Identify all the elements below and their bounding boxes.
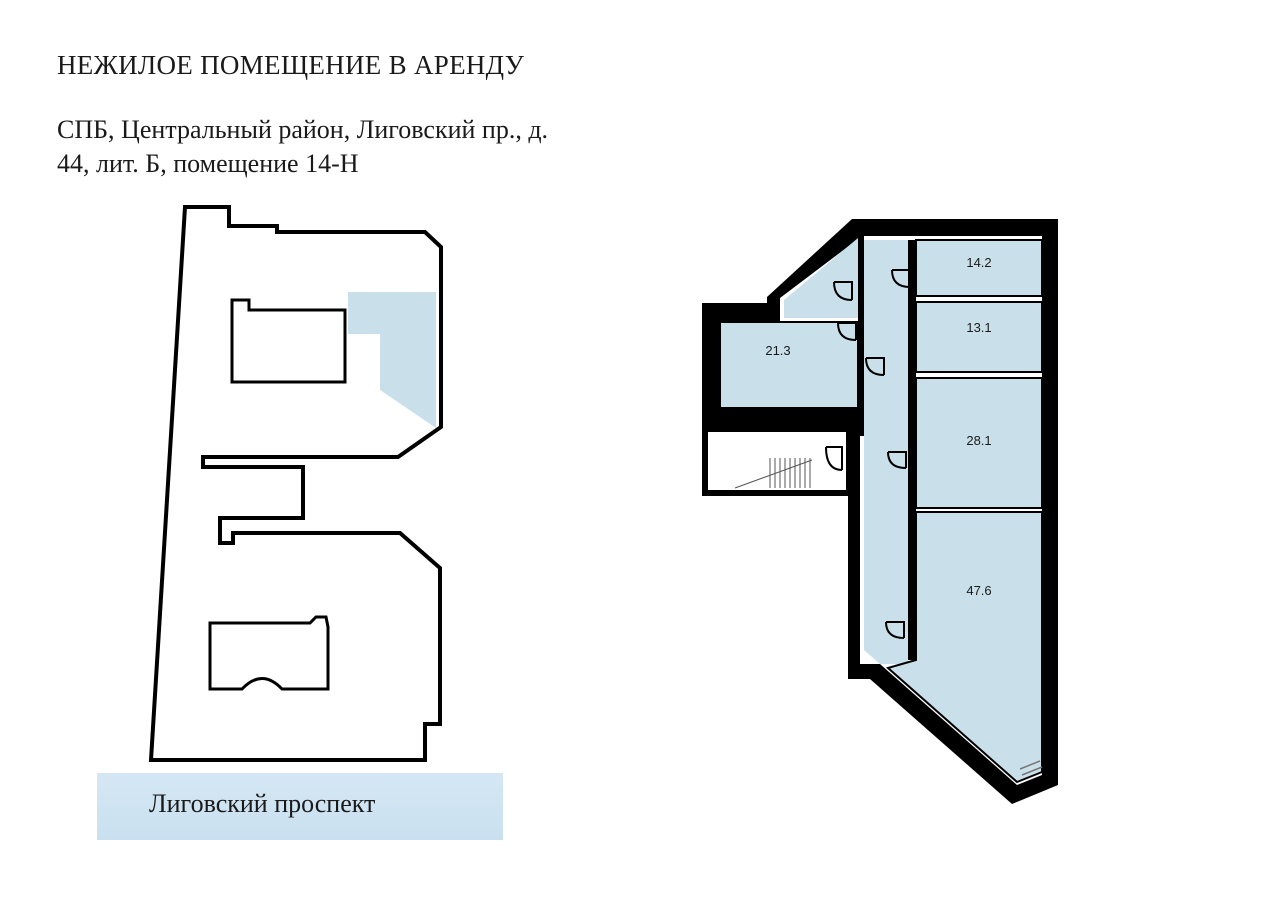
building-outline [148,205,443,762]
partition-wall [908,240,916,660]
street-name-banner: Лиговский проспект [97,773,503,840]
site-plan [148,205,443,762]
courtyard-upper [230,298,347,384]
window-marker [1019,760,1043,776]
room-label-14-2: 14.2 [966,255,991,270]
partition-wall [702,408,860,428]
page-title: НЕЖИЛОЕ ПОМЕЩЕНИЕ В АРЕНДУ [57,50,525,80]
floor-plan: 21.3 14.2 13.1 28.1 47.6 [702,219,1058,804]
address-line-1: СПБ, Центральный район, Лиговский пр., д… [57,115,549,144]
room-label-21-3: 21.3 [765,343,790,358]
site-plan-highlight [348,292,436,428]
room-13-1 [915,301,1043,373]
corridor [864,240,908,664]
vestibule [784,238,858,318]
address-block: СПБ, Центральный район, Лиговский пр., д… [57,113,677,181]
courtyard-lower [208,615,330,691]
stairwell [708,432,846,490]
room-label-13-1: 13.1 [966,320,991,335]
room-label-47-6: 47.6 [966,583,991,598]
room-label-28-1: 28.1 [966,433,991,448]
partition-wall [858,236,864,436]
room-21-3 [719,321,859,409]
door-swings [825,269,911,639]
street-label: Лиговский проспект [149,789,376,818]
address-line-2: 44, лит. Б, помещение 14-Н [57,149,359,178]
stair-steps [734,458,813,489]
